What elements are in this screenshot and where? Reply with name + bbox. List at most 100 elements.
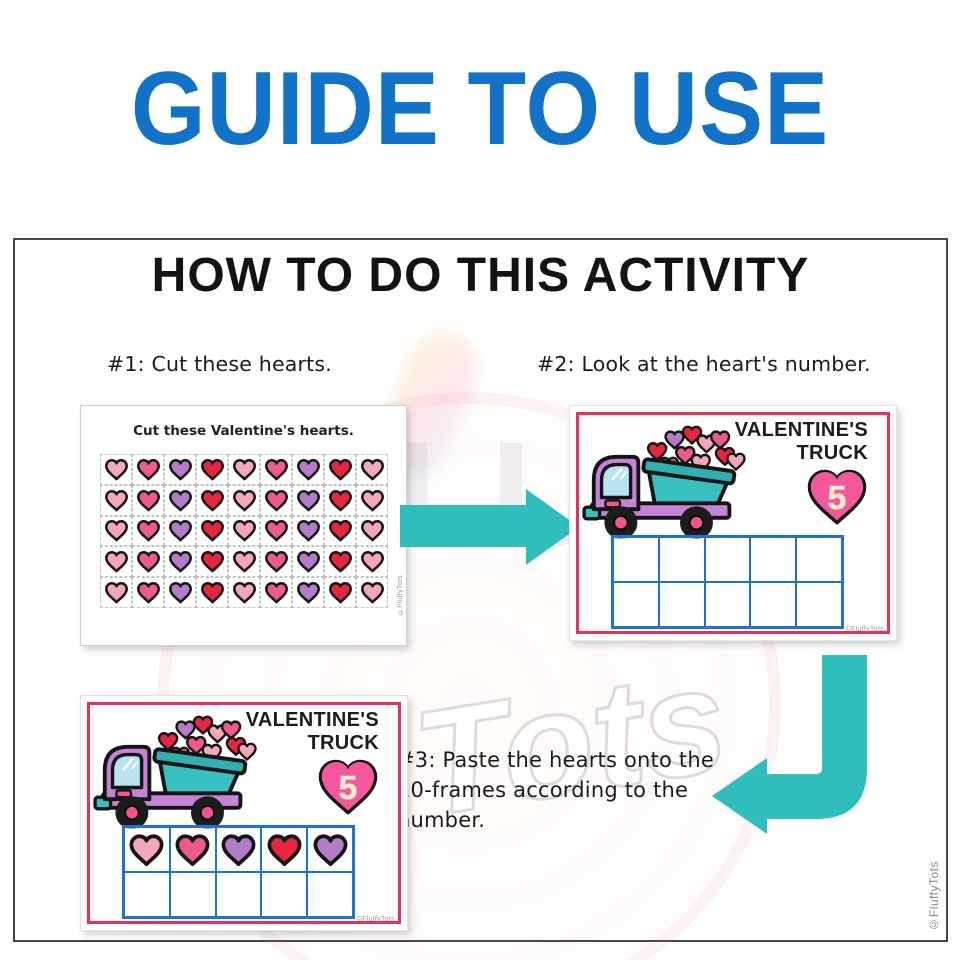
cut-heart-cell <box>292 546 324 578</box>
heart-icon <box>168 582 192 604</box>
ten-frame-cell <box>704 537 751 582</box>
heart-icon <box>136 520 160 542</box>
heart-icon <box>296 520 320 542</box>
heart-icon <box>360 551 384 573</box>
ten-frame-cell <box>796 582 842 627</box>
valentines-truck-illustration <box>582 420 747 544</box>
cut-heart-cell <box>356 515 388 547</box>
truck-card-title: VALENTINE'S TRUCK <box>735 419 868 465</box>
cut-heart-cell <box>196 515 228 547</box>
cut-heart-cell <box>356 577 388 608</box>
card-credit: ©FluffyTots <box>397 574 404 615</box>
number-heart-icon: 5 <box>807 469 867 525</box>
cut-heart-cell <box>196 484 228 516</box>
page-copyright: ©FluffyTots <box>927 861 941 932</box>
cut-hearts-card: Cut these Valentine's hearts. ©FluffyTot… <box>80 405 407 646</box>
step2-label: #2: Look at the heart's number. <box>537 352 871 376</box>
cut-heart-cell <box>228 546 260 578</box>
heart-icon <box>296 458 320 481</box>
heart-icon <box>104 489 128 512</box>
heart-icon <box>200 520 224 542</box>
step1-label: #1: Cut these hearts. <box>107 352 332 376</box>
cut-heart-cell <box>100 546 132 578</box>
heart-icon <box>360 582 384 604</box>
cut-heart-cell <box>292 484 324 516</box>
heart-icon <box>328 582 352 604</box>
arrow-right-icon <box>400 489 579 565</box>
heart-icon <box>136 458 160 481</box>
cut-heart-cell <box>260 484 292 516</box>
card-credit: ©FluffyTots <box>845 626 884 633</box>
step3-label: #3: Paste the hearts onto the 10-frames … <box>397 748 714 832</box>
cut-heart-cell <box>260 577 292 608</box>
heart-icon <box>175 833 210 866</box>
hearts-cut-grid <box>100 454 388 608</box>
heart-icon <box>232 458 256 481</box>
number-heart-icon: 5 <box>318 759 378 815</box>
truck-card-filled: VALENTINE'S TRUCK 5 ©FluffyTots <box>80 695 408 931</box>
ten-frame-filled <box>122 825 355 919</box>
heart-icon <box>360 458 384 481</box>
cut-heart-cell <box>260 515 292 547</box>
heart-icon <box>104 520 128 542</box>
truck-title-line2: TRUCK <box>796 442 868 464</box>
heart-icon <box>200 551 224 573</box>
heart-icon <box>104 551 128 573</box>
heart-icon <box>232 489 256 512</box>
cut-heart-cell <box>324 484 356 516</box>
cut-heart-cell <box>132 515 164 547</box>
cut-heart-cell <box>228 515 260 547</box>
heart-icon <box>104 458 128 481</box>
heart-icon <box>296 489 320 512</box>
truck-title-line2: TRUCK <box>307 732 379 754</box>
cut-heart-cell <box>260 546 292 578</box>
cut-heart-cell <box>164 484 196 516</box>
ten-frame-cell <box>261 872 308 917</box>
ten-frame-cell <box>613 537 659 582</box>
cut-card-title: Cut these Valentine's hearts. <box>133 423 354 439</box>
heart-icon <box>264 520 288 542</box>
cut-heart-cell <box>260 454 292 485</box>
page-title: GUIDE TO USE <box>130 51 830 167</box>
heart-icon <box>360 520 384 542</box>
cut-heart-cell <box>324 454 356 485</box>
heart-icon <box>168 458 192 481</box>
ten-frame-cell <box>307 872 353 917</box>
heart-icon <box>104 582 128 604</box>
truck-title-line1: VALENTINE'S <box>734 419 868 441</box>
cut-heart-cell <box>100 454 132 485</box>
activity-heading: HOW TO DO THIS ACTIVITY <box>151 249 810 302</box>
heart-icon <box>296 582 320 604</box>
heart-number-value: 5 <box>828 479 847 517</box>
guide-panel: FLUFFY Tots HOW TO DO THIS ACTIVITY #1: … <box>13 238 948 960</box>
heart-icon <box>296 551 320 573</box>
ten-frame-cell <box>750 582 797 627</box>
heart-icon <box>129 833 164 866</box>
cut-heart-cell <box>324 515 356 547</box>
heart-icon <box>328 489 352 512</box>
heart-icon <box>328 551 352 573</box>
truck-title-line1: VALENTINE'S <box>245 709 379 731</box>
ten-frame-cell <box>169 872 216 917</box>
heart-icon <box>264 582 288 604</box>
ten-frame-cell <box>124 872 170 917</box>
cut-heart-cell <box>100 484 132 516</box>
cut-heart-cell <box>356 454 388 485</box>
heart-icon <box>232 520 256 542</box>
heart-icon <box>232 551 256 573</box>
heart-icon <box>168 489 192 512</box>
cut-heart-cell <box>196 454 228 485</box>
heart-icon <box>168 551 192 573</box>
cut-heart-cell <box>164 515 196 547</box>
cut-heart-cell <box>132 454 164 485</box>
valentines-truck-illustration <box>93 710 258 834</box>
ten-frame-cell <box>261 827 308 872</box>
ten-frame-cell <box>658 537 705 582</box>
ten-frame-cell <box>215 872 262 917</box>
heart-icon <box>264 551 288 573</box>
ten-frame-cell <box>796 537 842 582</box>
cut-heart-cell <box>356 484 388 516</box>
ten-frame-cell <box>169 827 216 872</box>
cut-heart-cell <box>132 546 164 578</box>
